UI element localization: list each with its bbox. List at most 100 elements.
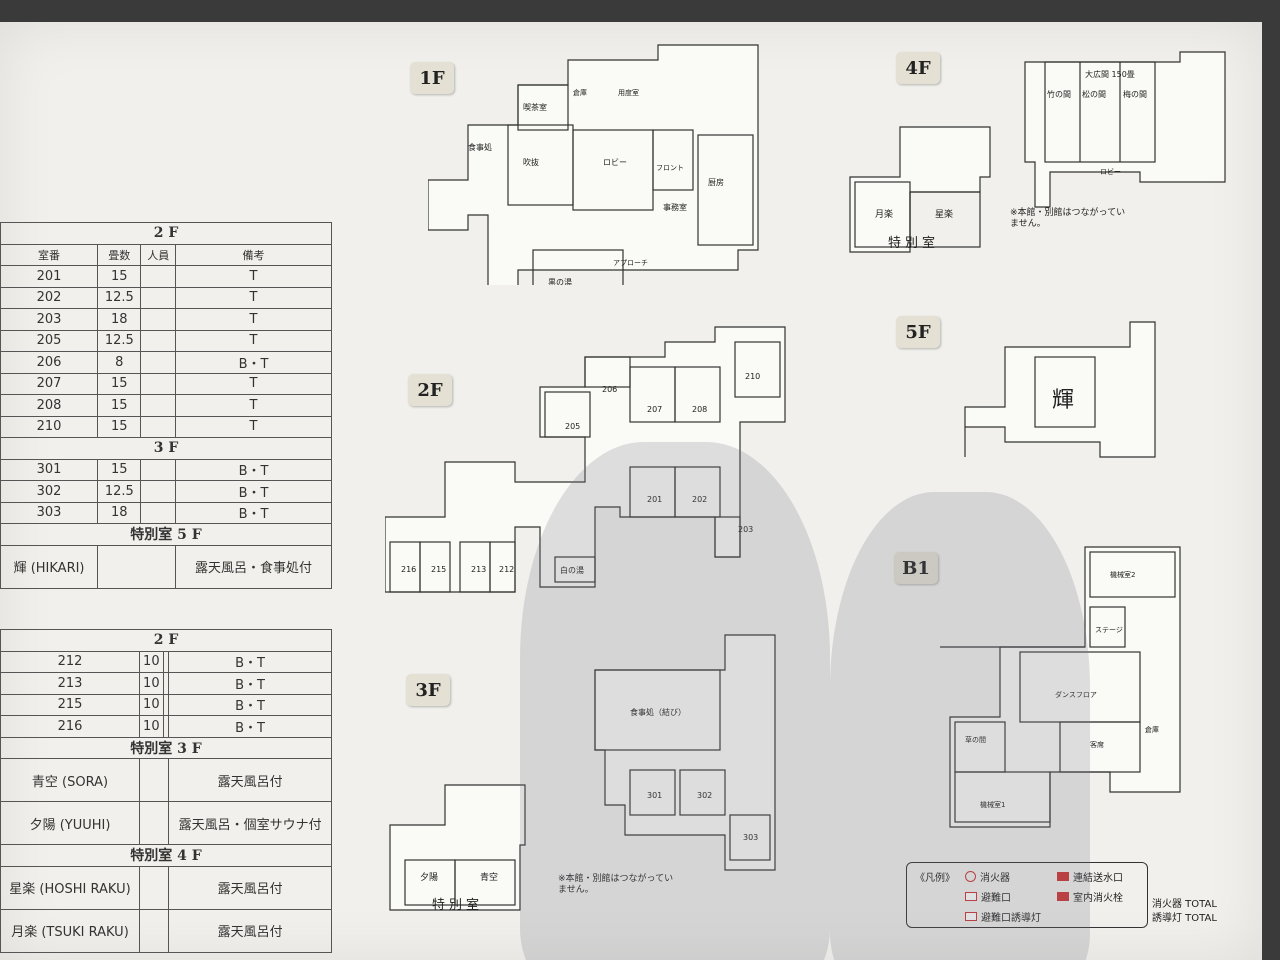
table-cell: 星楽 (HOSHI RAKU) — [0, 865, 140, 910]
standpipe-icon — [1057, 872, 1069, 881]
plan-3f-room-301 — [629, 769, 676, 816]
plan-1f-room-cafe — [517, 84, 569, 131]
hydrant-icon — [1057, 892, 1069, 901]
table-cell: 青空 (SORA) — [0, 758, 140, 802]
table-cell: 302 — [0, 480, 99, 503]
plan-1f-text-approach: アプローチ — [613, 259, 648, 267]
table-cell: T — [175, 394, 332, 417]
exit-light-icon — [965, 912, 977, 921]
floor-label-1f: 1F — [410, 62, 454, 94]
plan-1f-outline — [428, 44, 759, 285]
table-cell — [138, 758, 170, 802]
table-cell: 10 — [138, 672, 164, 695]
table-cell: 216 — [0, 715, 140, 738]
plan-2f-no-206: 206 — [602, 385, 617, 394]
plan-3f-no-301: 301 — [647, 791, 662, 800]
plan-5f-outline — [964, 321, 1156, 458]
note-4f: ※本館・別館はつながっていません。 — [1010, 208, 1126, 229]
plan-2f-room-205 — [544, 391, 591, 438]
table-cell: 12.5 — [97, 329, 142, 352]
table-cell: 301 — [0, 458, 99, 481]
floor-label-4f: 4F — [896, 52, 940, 84]
extinguisher-icon — [965, 871, 976, 882]
upper-section-title-cell: 特別室 5 F — [0, 523, 332, 546]
table-cell — [140, 265, 176, 288]
plan-2f-no-208: 208 — [692, 405, 707, 414]
table-cell: 15 — [97, 394, 142, 417]
plan-3f-no-303: 303 — [743, 833, 758, 842]
table-cell: 露天風呂・食事処付 — [175, 544, 332, 589]
floor-plan-2f: 206 207 208 210 205 201 202 203 216 215 … — [385, 326, 786, 593]
floor-plan-b1: 機械室2 ステージ ダンスフロア 客席 倉庫 草の間 機械室1 — [940, 546, 1181, 828]
plan-3f-text-sora: 青空 — [480, 871, 498, 883]
table-cell: T — [175, 286, 332, 309]
upper-header-row: 室番畳数人員備考 — [0, 243, 332, 266]
totals: 消火器 TOTAL 誘導灯 TOTAL — [1152, 898, 1217, 926]
table-cell — [140, 501, 176, 524]
plan-3f-outline-annex — [389, 784, 526, 911]
plan-4f-outline-annex — [1024, 51, 1226, 208]
table-row: 青空 (SORA)露天風呂付 — [0, 758, 332, 802]
table-cell: T — [175, 329, 332, 352]
plan-2f-room-203 — [714, 516, 741, 558]
plan-4f-room-hoshi — [909, 191, 981, 248]
table-cell: 202 — [0, 286, 99, 309]
legend-item-extinguisher: 消火器 — [965, 869, 1010, 884]
plan-3f-text-dining: 食事処（結び） — [630, 707, 686, 717]
table-cell: 213 — [0, 672, 140, 695]
table-cell: 10 — [138, 650, 164, 673]
plan-b1-text-kusa: 草の間 — [965, 735, 986, 744]
table-cell: B・T — [175, 458, 332, 481]
plan-2f-no-201: 201 — [647, 495, 662, 504]
plan-2f-room-210 — [734, 341, 781, 398]
floor-label-b1: B1 — [894, 552, 938, 584]
plan-2f-room-212 — [489, 541, 516, 593]
plan-1f-text-cafe: 喫茶室 — [523, 102, 547, 112]
table-cell: 輝 (HIKARI) — [0, 544, 99, 589]
table-cell: 8 — [97, 351, 142, 374]
table-cell: 12.5 — [97, 286, 142, 309]
plan-2f-text-bath: 白の湯 — [560, 565, 584, 575]
lower-section-title-cell: 特別室 4 F — [0, 844, 332, 867]
plan-4f-text-take: 竹の間 — [1047, 89, 1071, 99]
upper-section-title: 2 F — [0, 222, 332, 245]
floor-plan-5f: 輝 — [964, 321, 1156, 458]
upper-header-cell: 畳数 — [97, 243, 142, 266]
plan-5f-room-hikari — [1034, 356, 1096, 428]
table-cell: T — [175, 308, 332, 331]
legend-item-hydrant: 室内消火栓 — [1057, 889, 1123, 904]
table-row: 夕陽 (YUUHI)露天風呂・個室サウナ付 — [0, 801, 332, 845]
table-cell: 18 — [97, 501, 142, 524]
table-cell: 210 — [0, 415, 99, 438]
legend-label-hydrant: 室内消火栓 — [1073, 893, 1123, 904]
plan-2f-no-207: 207 — [647, 405, 662, 414]
plan-1f-text-supply: 用度室 — [618, 88, 639, 97]
legend-box: 《凡例》 消火器 避難口 避難口誘導灯 連結送水口 室内消火栓 — [906, 862, 1148, 928]
upper-section-title-cell: 2 F — [0, 222, 332, 245]
plan-2f-room-208 — [674, 366, 721, 423]
plan-1f-text-bath: 黒の湯 — [548, 277, 572, 285]
upper-section-title-cell: 3 F — [0, 437, 332, 460]
legend-item-standpipe: 連結送水口 — [1057, 869, 1123, 884]
table-cell — [140, 308, 176, 331]
caption-4f: 特別室 — [888, 236, 940, 251]
legend-label-exit-light: 避難口誘導灯 — [981, 913, 1041, 924]
total-extinguisher: 消火器 TOTAL — [1152, 899, 1217, 910]
table-cell — [140, 394, 176, 417]
table-row: 星楽 (HOSHI RAKU)露天風呂付 — [0, 865, 332, 910]
table-cell: 303 — [0, 501, 99, 524]
plan-2f-outline — [385, 326, 786, 593]
table-cell: 15 — [97, 415, 142, 438]
floor-label-5f: 5F — [896, 316, 940, 348]
table-cell: 206 — [0, 351, 99, 374]
